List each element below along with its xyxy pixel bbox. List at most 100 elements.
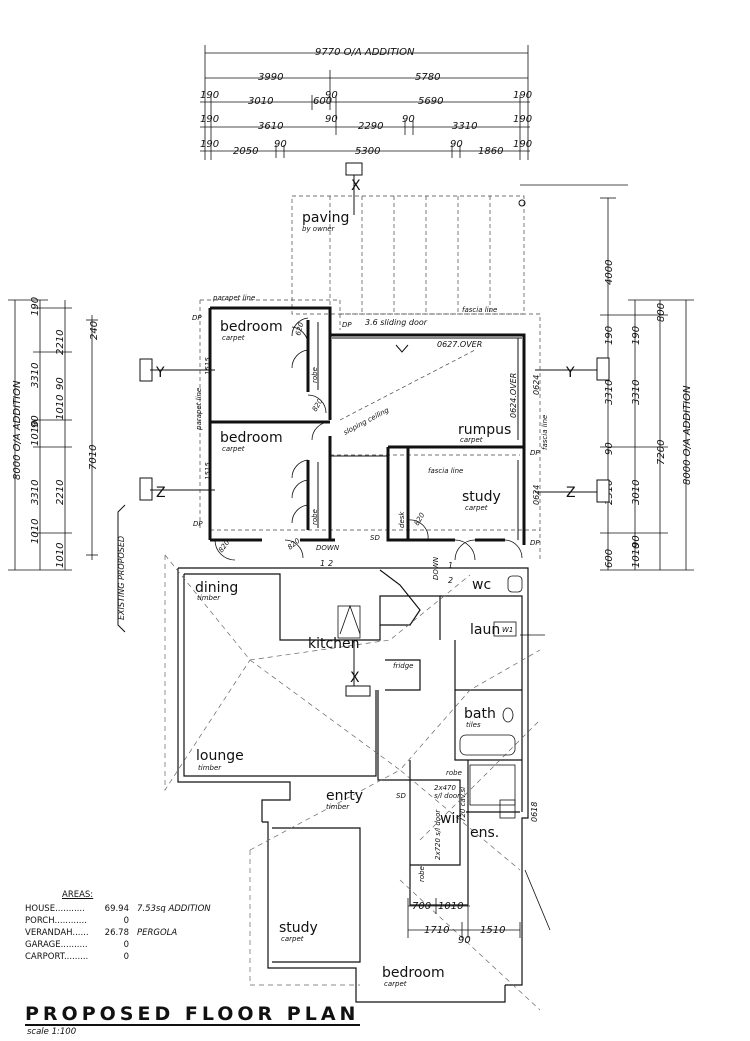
label-door-820-d: 820 <box>286 536 302 551</box>
areas-row-label: PORCH............ <box>25 916 87 926</box>
dim-right-7200: 7200 <box>656 440 667 465</box>
areas-row-value: 0 <box>123 940 129 950</box>
dim-bottom-90: 90 <box>458 935 471 946</box>
room-wir: wir <box>440 811 461 827</box>
label-2x720: 2x720 s/l door <box>434 809 442 860</box>
dim-left-3310a: 3310 <box>30 363 41 388</box>
dim-left-1010c: 1010 <box>55 395 66 420</box>
room-study-1-sub: carpet <box>465 504 488 512</box>
existing-proposed-marker <box>117 504 126 633</box>
label-parapet-line-2: parapet line <box>195 388 203 431</box>
room-bedroom-2-sub: carpet <box>222 445 245 453</box>
sloping-ceiling-line <box>339 349 476 421</box>
dim-row2-c: 600 <box>313 96 332 107</box>
label-robe-4: robe <box>418 866 426 882</box>
section-x-top: X <box>351 178 361 194</box>
label-window-0624-b: 0624 <box>532 485 541 505</box>
plan-title: PROPOSED FLOOR PLAN <box>25 1003 360 1025</box>
dim-row4-f: 1860 <box>478 146 503 157</box>
dim-bottom-1710: 1710 <box>424 925 449 936</box>
fascia-lines <box>199 299 541 560</box>
existing-fixtures <box>337 575 523 819</box>
dim-row2-a: 190 <box>200 90 219 101</box>
label-sloping-ceiling: sloping ceiling <box>342 406 391 437</box>
room-bedroom-3-sub: carpet <box>384 980 407 988</box>
label-fascia-line-2: fascia line <box>428 467 463 475</box>
addition-inner-lines <box>317 322 522 540</box>
section-z-right: Z <box>566 485 576 501</box>
label-down-1: DOWN <box>316 544 340 552</box>
label-door-820-a: 820 <box>311 397 325 413</box>
right-dimensions <box>520 184 694 571</box>
arrow-marker <box>395 344 409 353</box>
dim-row3-a: 190 <box>200 114 219 125</box>
dim-right-3010: 3010 <box>631 480 642 505</box>
dim-left-1010b: 1010 <box>30 519 41 544</box>
label-robe-2: robe <box>311 509 319 525</box>
areas-heading: AREAS: <box>62 890 94 900</box>
room-rumpus-sub: carpet <box>460 436 483 444</box>
dim-row2-d: 90 <box>325 90 338 101</box>
label-down-2: DOWN <box>432 556 440 580</box>
areas-row-note: 7.53sq ADDITION <box>137 904 211 914</box>
label-count-2: 2 <box>448 576 453 585</box>
dim-row1-b: 5780 <box>415 72 440 83</box>
addition-walls <box>208 306 526 545</box>
room-entry: enrty <box>326 788 363 804</box>
dim-row4-b: 2050 <box>233 146 258 157</box>
dim-left-overall: 8000 O/A ADDITION <box>12 380 23 480</box>
label-cav-sl: 720 cav.sl <box>459 787 467 822</box>
top-dimensions <box>200 45 530 160</box>
label-robe-3: robe <box>446 769 462 777</box>
areas-row-label: GARAGE.......... <box>25 940 88 950</box>
dim-right-3310b: 3310 <box>631 380 642 405</box>
dim-right-overall: 8000 O/A ADDITION <box>682 385 693 485</box>
room-bedroom-3: bedroom <box>382 965 445 981</box>
dim-row4-g: 190 <box>513 139 532 150</box>
label-count-2a: 2 <box>328 559 333 568</box>
label-window-0627: 0627.OVER <box>437 340 482 349</box>
room-lounge: lounge <box>196 748 244 764</box>
left-dimensions <box>8 299 98 571</box>
areas-row-value: 69.94 <box>104 904 129 914</box>
areas-row-value: 0 <box>123 916 129 926</box>
plan-scale: scale 1:100 <box>27 1027 77 1037</box>
room-bedroom-2: bedroom <box>220 430 283 446</box>
dim-right-190b: 190 <box>631 326 642 345</box>
dim-bottom-1010: 1010 <box>438 901 463 912</box>
dim-overall-top: 9770 O/A ADDITION <box>315 47 415 58</box>
dim-row4-c: 90 <box>274 139 287 150</box>
room-paving-sub: by owner <box>302 225 336 233</box>
label-1515-a: 1515 <box>204 357 212 375</box>
section-y-left: Y <box>155 365 165 381</box>
dim-left-1010a: 1010 <box>30 421 41 446</box>
dim-row3-d: 2290 <box>358 121 383 132</box>
label-2x470: 2x470 <box>434 784 457 792</box>
dim-right-90b: 90 <box>631 535 642 548</box>
label-2x470-sub: s/l door <box>434 792 461 800</box>
dim-left-2210a: 2210 <box>55 330 66 355</box>
dim-row4-a: 190 <box>200 139 219 150</box>
dim-right-4000: 4000 <box>604 260 615 285</box>
label-count-1b: 1 <box>448 561 453 570</box>
dim-right-190a: 190 <box>604 326 615 345</box>
label-sliding-door: 3.6 sliding door <box>365 318 428 327</box>
room-study-1: study <box>462 489 501 505</box>
door-swings <box>214 317 523 561</box>
dim-left-3310b: 3310 <box>30 480 41 505</box>
areas-row-label: CARPORT......... <box>25 952 89 962</box>
areas-row-note: PERGOLA <box>137 928 178 938</box>
room-entry-sub: timber <box>326 803 350 811</box>
room-dining: dining <box>195 580 238 596</box>
dim-left-190: 190 <box>30 297 41 316</box>
areas-row-label: HOUSE........... <box>25 904 85 914</box>
dim-row3-e: 90 <box>402 114 415 125</box>
label-window-0624-over: 0624.OVER <box>509 373 518 418</box>
label-dp-2: DP <box>342 321 352 329</box>
areas-row-value: 26.78 <box>104 928 129 938</box>
room-dining-sub: timber <box>197 594 221 602</box>
dim-row2-b: 3010 <box>248 96 273 107</box>
label-count-1a: 1 <box>320 559 325 568</box>
room-wc: wc <box>472 577 491 593</box>
